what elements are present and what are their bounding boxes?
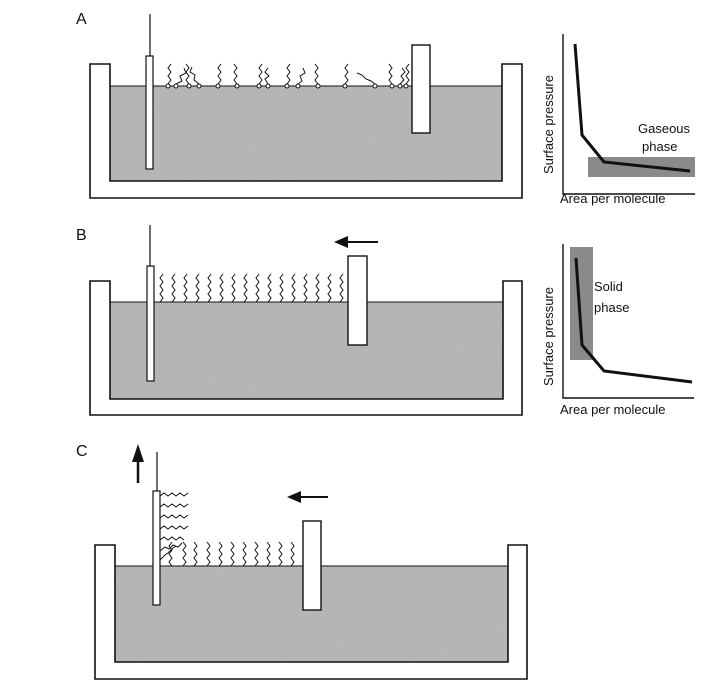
phase-label-gaseous-1: Gaseous xyxy=(638,121,691,136)
deposited-monolayer-c xyxy=(159,492,189,561)
phase-label-gaseous-2: phase xyxy=(642,139,677,154)
panel-b: B xyxy=(76,225,523,416)
trough-b xyxy=(89,280,523,416)
withdraw-arrow-c xyxy=(132,444,144,483)
compression-arrow-b xyxy=(334,236,378,248)
molecules-surface-c xyxy=(168,541,295,567)
molecules-gaseous-a xyxy=(165,63,410,89)
graph-b: Solid phase Surface pressure Area per mo… xyxy=(541,244,694,417)
substrate-slide-b xyxy=(146,265,155,382)
y-axis-label-a: Surface pressure xyxy=(541,75,556,174)
x-axis-label-a: Area per molecule xyxy=(560,191,666,206)
trough-c xyxy=(94,544,528,680)
compression-arrow-c xyxy=(287,491,328,503)
y-axis-label-b: Surface pressure xyxy=(541,287,556,386)
substrate-slide-a xyxy=(145,55,154,170)
panel-label-b: B xyxy=(76,227,87,244)
barrier-c xyxy=(302,520,322,611)
phase-label-solid-1: Solid xyxy=(594,279,623,294)
x-axis-label-b: Area per molecule xyxy=(560,402,666,417)
panel-c: C xyxy=(76,443,528,680)
panel-label-c: C xyxy=(76,443,88,460)
phase-label-solid-2: phase xyxy=(594,300,629,315)
barrier-b xyxy=(347,255,368,346)
barrier-a xyxy=(411,44,431,134)
isotherm-curve-b xyxy=(574,257,693,384)
trough-a xyxy=(89,63,523,199)
isotherm-curve-a xyxy=(573,43,691,173)
graph-a: Gaseous phase Surface pressure Area per … xyxy=(541,34,695,206)
molecules-solid-b xyxy=(159,273,344,303)
substrate-slide-c xyxy=(152,490,161,606)
panel-label-a: A xyxy=(76,11,87,28)
axes-b xyxy=(562,244,694,399)
axes-a xyxy=(562,34,695,195)
panel-a: A xyxy=(76,11,523,199)
